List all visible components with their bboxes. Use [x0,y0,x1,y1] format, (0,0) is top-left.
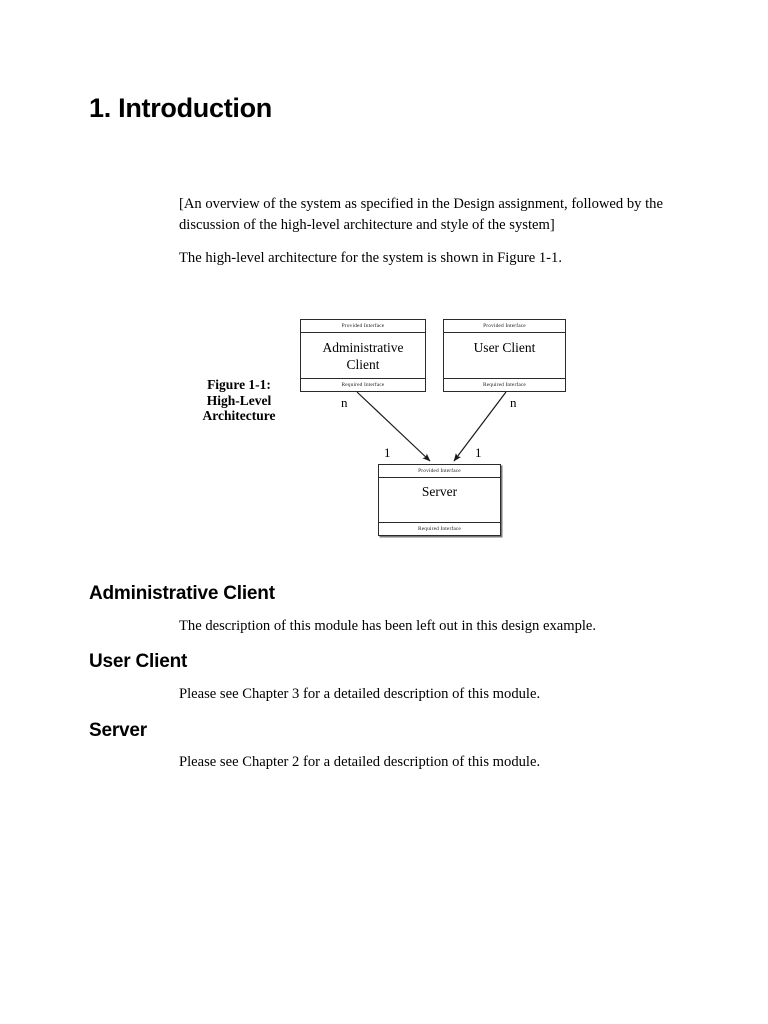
provided-interface-label: Provided Interface [301,320,425,333]
multiplicity-user-target: 1 [475,445,482,460]
component-name-line-1: Administrative [322,340,404,355]
component-user-client[interactable]: Provided Interface User Client Required … [443,319,566,392]
connector-admin-to-server [356,391,431,462]
component-name: User Client [474,339,536,356]
component-name-line-1: Server [421,484,458,499]
section-body-administrative-client: The description of this module has been … [179,618,597,634]
multiplicity-admin-target: 1 [384,445,391,460]
section-body-user-client: Please see Chapter 3 for a detailed desc… [179,686,541,702]
multiplicity-admin-source: n [341,395,348,410]
required-interface-label: Required Interface [379,522,500,535]
component-name: Administrative Client [323,339,404,373]
figure-caption-line-1: Figure 1-1: [207,377,271,392]
page-title: 1. Introduction [89,93,272,123]
connector-user-to-server [453,391,507,462]
section-heading-administrative-client: Administrative Client [89,583,275,604]
component-administrative-client[interactable]: Provided Interface Administrative Client… [300,319,426,392]
required-interface-label: Required Interface [301,378,425,391]
provided-interface-label: Provided Interface [379,465,500,478]
component-body: User Client [444,333,565,378]
multiplicity-user-source: n [510,395,517,410]
figure-caption-line-3: Architecture [202,408,276,423]
provided-interface-label: Provided Interface [444,320,565,333]
component-body: Administrative Client [301,333,425,378]
component-name: Server [422,483,457,500]
overview-paragraph: [An overview of the system as specified … [179,196,663,233]
figure-reference-paragraph: The high-level architecture for the syst… [179,250,562,266]
figure-caption-line-2: High-Level [206,392,272,408]
section-body-server: Please see Chapter 2 for a detailed desc… [179,754,541,770]
component-name-line-1: User Client [473,340,536,355]
component-name-line-2: Client [346,357,380,372]
section-heading-user-client: User Client [89,651,188,672]
figure-caption: Figure 1-1: High-Level Architecture [182,377,296,424]
required-interface-label: Required Interface [444,378,565,391]
component-body: Server [379,478,500,522]
section-heading-server: Server [89,720,147,741]
component-server[interactable]: Provided Interface Server Required Inter… [378,464,501,536]
